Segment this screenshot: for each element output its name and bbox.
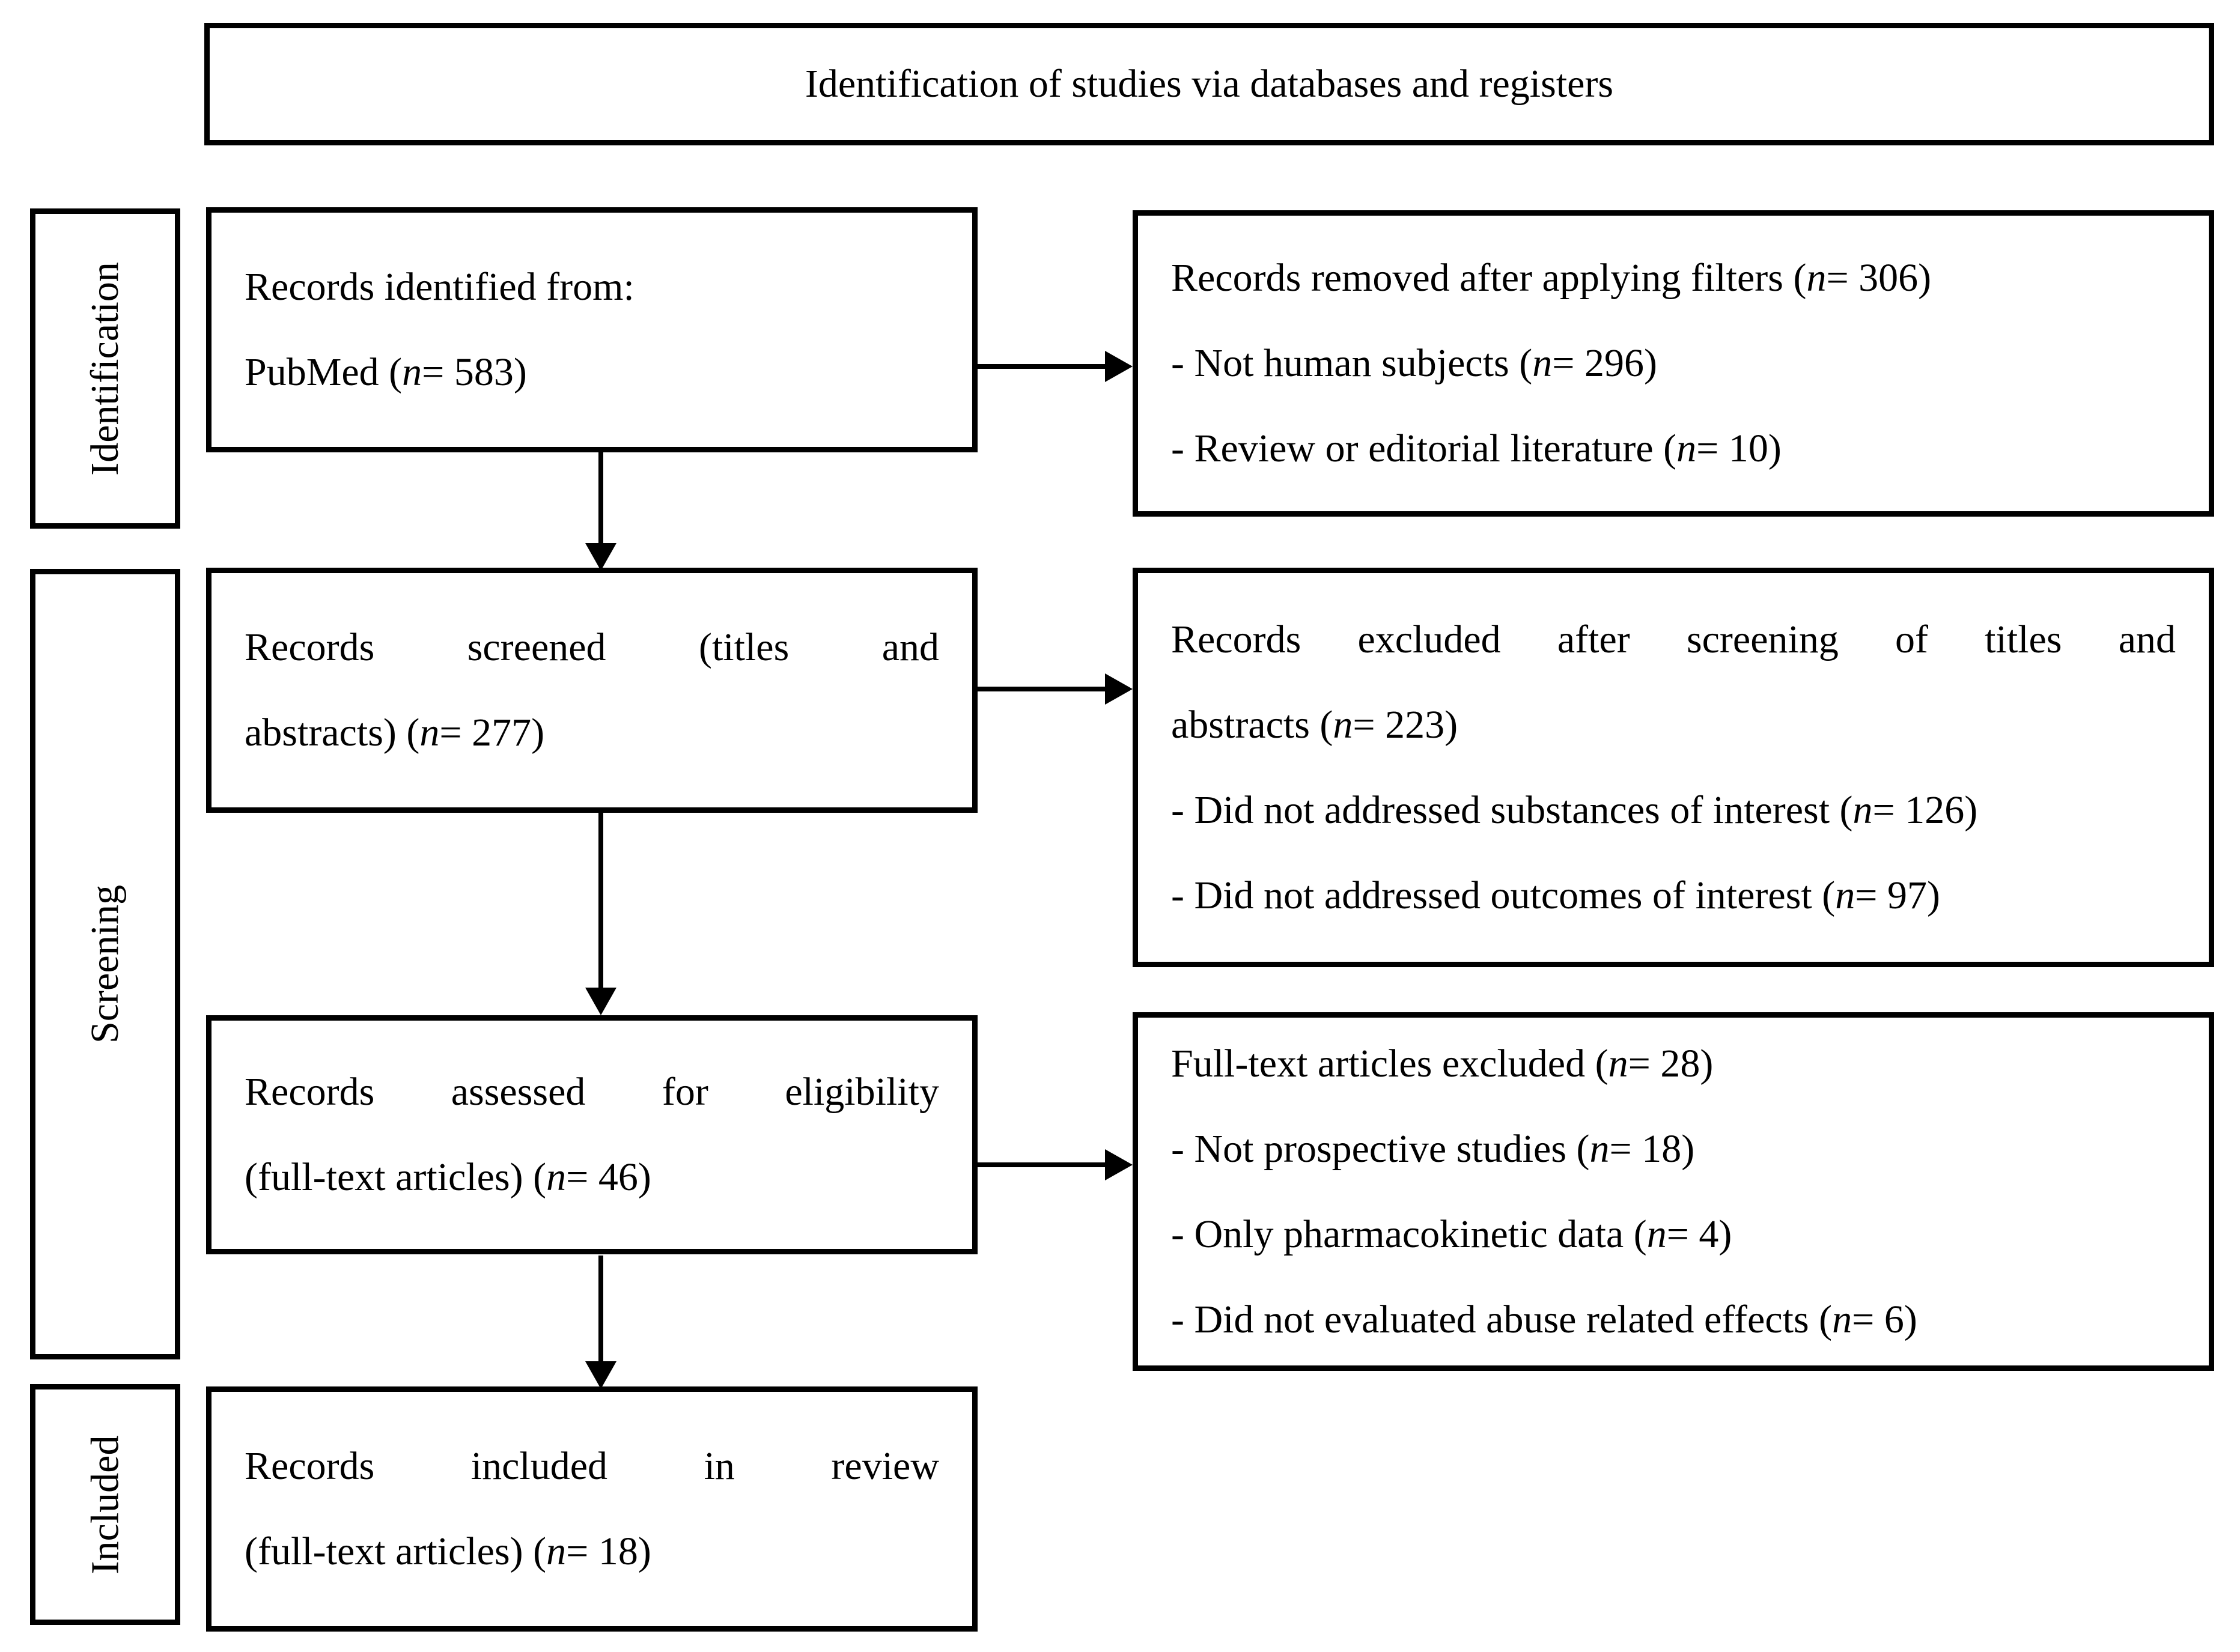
box-text-line: abstracts (n= 223) (1171, 702, 1458, 747)
stage-label-identification: Identification (83, 261, 127, 476)
box-text-line: - Did not addressed substances of intere… (1171, 788, 1978, 832)
arrow-down-screened-to-assessed (585, 811, 616, 1015)
stage-box-identification: Identification (30, 208, 180, 529)
box-text-line: Full-text articles excluded (n= 28) (1171, 1041, 1714, 1086)
arrow-right-assessed-to-excluded (978, 1149, 1133, 1180)
flow-box-records-screened: Records screened (titles and abstracts) … (206, 568, 978, 813)
flow-box-records-included: Records included in review (full-text ar… (206, 1386, 978, 1632)
arrow-shaft (978, 1162, 1109, 1167)
stage-box-included: Included (30, 1384, 180, 1625)
box-text-line: Records removed after applying filters (… (1171, 256, 1932, 300)
exclusion-box-fulltext: Full-text articles excluded (n= 28) - No… (1133, 1012, 2214, 1371)
box-text-line: Records included in review (245, 1444, 939, 1488)
arrow-right-identified-to-removed (978, 351, 1133, 382)
box-text-line: abstracts) (n= 277) (245, 711, 545, 755)
arrow-right-screened-to-excluded (978, 673, 1133, 705)
box-text-line: (full-text articles) (n= 46) (245, 1155, 651, 1199)
exclusion-box-screening: Records excluded after screening of titl… (1133, 568, 2214, 967)
arrow-shaft (978, 364, 1109, 369)
box-text-line: - Not human subjects (n= 296) (1171, 341, 1657, 385)
box-text-line: - Did not addressed outcomes of interest… (1171, 873, 1940, 917)
box-text-line: (full-text articles) (n= 18) (245, 1529, 651, 1573)
title-box: Identification of studies via databases … (204, 23, 2214, 145)
box-text-line: Records screened (titles and (245, 625, 939, 669)
arrow-head-right-icon (1105, 351, 1133, 382)
diagram-title: Identification of studies via databases … (805, 62, 1614, 106)
box-text-line: - Did not evaluated abuse related effect… (1171, 1297, 1917, 1341)
box-text-line: Records excluded after screening of titl… (1171, 617, 2176, 661)
exclusion-box-removed-filters: Records removed after applying filters (… (1133, 210, 2214, 517)
arrow-shaft (598, 1256, 603, 1365)
box-text-line: - Review or editorial literature (n= 10) (1171, 427, 1782, 470)
arrow-head-down-icon (585, 543, 616, 571)
box-text-line: - Not prospective studies (n= 18) (1171, 1126, 1695, 1171)
arrow-head-right-icon (1105, 673, 1133, 705)
box-text-line: Records identified from: (245, 265, 635, 309)
box-text-line: - Only pharmacokinetic data (n= 4) (1171, 1212, 1732, 1256)
arrow-head-down-icon (585, 988, 616, 1015)
stage-box-screening: Screening (30, 569, 180, 1359)
arrow-shaft (598, 811, 603, 991)
arrow-down-assessed-to-included (585, 1256, 616, 1389)
arrow-shaft (598, 452, 603, 547)
box-text-line: PubMed (n= 583) (245, 350, 527, 394)
flow-box-records-identified: Records identified from: PubMed (n= 583) (206, 207, 978, 452)
stage-label-included: Included (83, 1435, 127, 1574)
arrow-head-down-icon (585, 1361, 616, 1389)
arrow-shaft (978, 687, 1109, 691)
stage-label-screening: Screening (83, 885, 127, 1043)
box-text-line: Records assessed for eligibility (245, 1070, 939, 1114)
arrow-down-identified-to-screened (585, 452, 616, 571)
arrow-head-right-icon (1105, 1149, 1133, 1180)
flow-box-records-assessed: Records assessed for eligibility (full-t… (206, 1015, 978, 1254)
